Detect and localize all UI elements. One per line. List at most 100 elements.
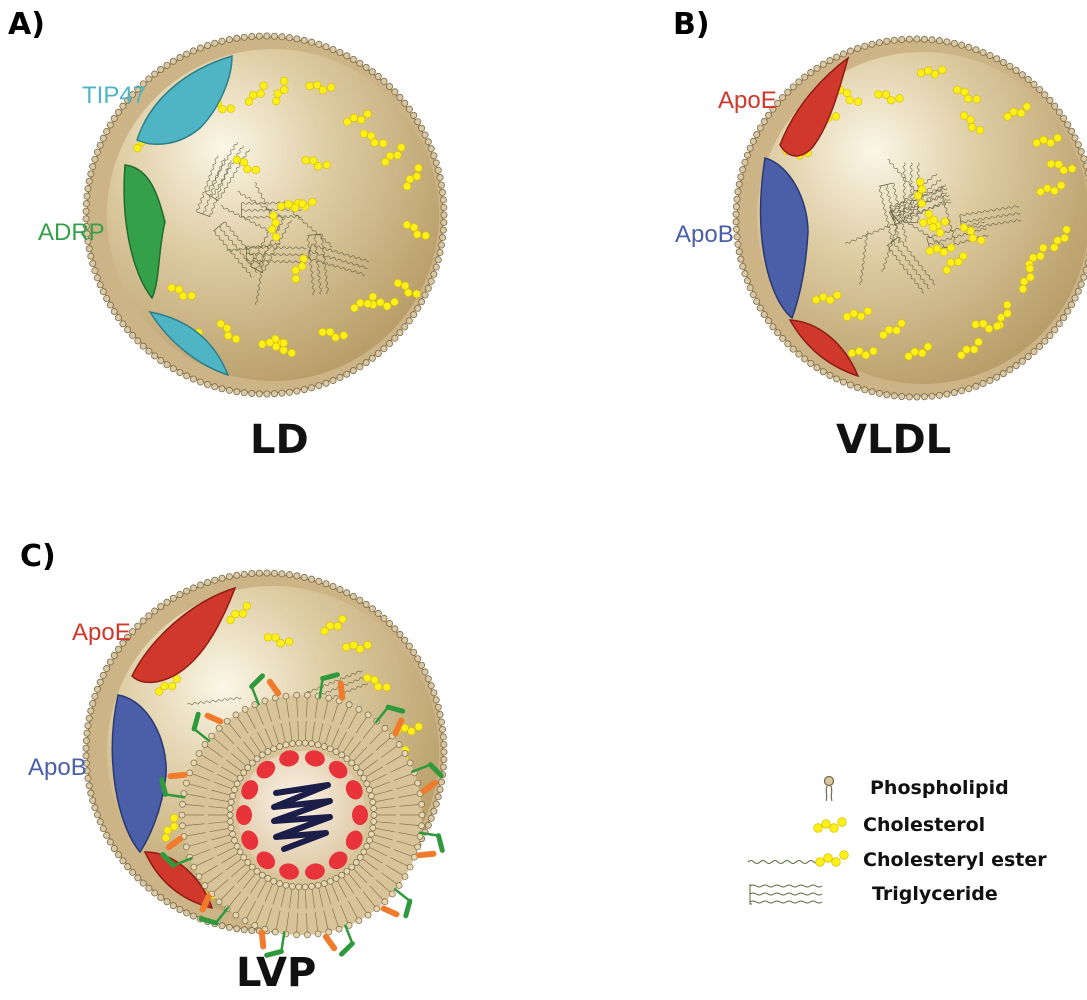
lvp-apob-protein xyxy=(111,694,167,854)
panel-c: C) ApoE ApoB LVP xyxy=(20,539,448,996)
legend-cholesterol: Cholesterol xyxy=(863,814,985,836)
cholesterol-molecule xyxy=(393,279,421,299)
tip47-label: TIP47 xyxy=(82,82,146,109)
envelope-glycoprotein xyxy=(380,887,413,919)
lvp-title: LVP xyxy=(236,950,316,996)
envelope-glycoprotein xyxy=(191,711,224,743)
apoe-protein-top xyxy=(779,56,850,157)
envelope-glycoprotein xyxy=(159,771,188,799)
cholesterol-molecule xyxy=(161,813,179,843)
cholesterol-molecule xyxy=(342,641,372,654)
cholesterol-molecule xyxy=(167,283,196,301)
cholesterol-molecule xyxy=(1036,181,1066,196)
apob-protein xyxy=(759,157,809,320)
cholesterol-molecule xyxy=(811,291,842,305)
cholesterol-molecule xyxy=(291,254,308,284)
adrp-label: ADRP xyxy=(38,219,105,246)
lvp-apoe-label: ApoE xyxy=(72,619,131,646)
cholesterol-molecule xyxy=(957,337,983,360)
legend: Phospholipid Cholesterol Cholesteryl est… xyxy=(747,775,1047,905)
cholesterol-molecule xyxy=(343,109,372,127)
cholesterol-molecule xyxy=(305,80,336,95)
cholesterol-molecule xyxy=(154,674,181,696)
cholesterol-molecule xyxy=(381,143,406,167)
lvp-apob-label: ApoB xyxy=(28,754,87,781)
cholesteryl-ester-icon xyxy=(747,850,849,867)
tip47-protein-top xyxy=(136,54,233,145)
envelope-glycoprotein xyxy=(160,835,193,868)
cholesterol-molecule xyxy=(904,342,933,361)
envelope-glycoprotein xyxy=(249,673,282,706)
vldl-apob-label: ApoB xyxy=(675,221,734,248)
cholesterol-molecule xyxy=(320,614,347,636)
triglyceride-icon xyxy=(749,884,823,905)
cholesterol-molecule xyxy=(226,601,252,625)
envelope-glycoprotein xyxy=(258,929,286,958)
ld-title: LD xyxy=(250,417,309,463)
legend-triglyceride: Triglyceride xyxy=(872,883,998,905)
cholesterol-molecule xyxy=(272,76,289,106)
cholesterol-molecule xyxy=(1046,159,1077,175)
envelope-glycoprotein xyxy=(416,831,445,859)
panel-b-letter: B) xyxy=(673,7,710,42)
triglyceride-molecule xyxy=(205,141,250,202)
cholesterol-molecule xyxy=(216,319,241,344)
cholesterol-molecule xyxy=(916,65,947,79)
cholesterol-molecule xyxy=(276,199,307,213)
lvp-apoe-protein-bottom xyxy=(143,851,214,910)
cholesterol-molecule xyxy=(842,306,873,321)
vldl-apoe-label: ApoE xyxy=(718,87,777,114)
hcv-virion xyxy=(159,672,445,958)
cholesterol-molecule xyxy=(1018,264,1035,294)
legend-phospholipid: Phospholipid xyxy=(870,777,1009,799)
cholesterol-molecule xyxy=(942,251,968,275)
panel-b: B) ApoE ApoB VLDL xyxy=(673,7,1087,463)
cholesterol-molecule xyxy=(879,319,906,340)
cholesterol-molecule xyxy=(263,633,294,648)
panel-a-letter: A) xyxy=(8,7,45,42)
cholesterol-molecule xyxy=(874,90,904,105)
cholesterol-molecule xyxy=(301,156,331,171)
cholesterol-molecule xyxy=(244,81,268,106)
envelope-glycoprotein xyxy=(374,704,406,737)
cholesterol-molecule xyxy=(232,155,261,175)
cholesterol-icon xyxy=(813,817,847,833)
cholesterol-molecule xyxy=(368,297,399,311)
triglyceride-molecule xyxy=(307,243,370,276)
cholesterol-molecule xyxy=(402,163,423,191)
cholesterol-molecule xyxy=(363,673,391,692)
cholesterol-molecule xyxy=(971,319,1002,333)
cholesterol-molecule xyxy=(925,243,956,257)
cholesterol-molecule xyxy=(913,177,927,208)
cholesterol-molecule xyxy=(959,223,986,245)
cholesterol-molecule xyxy=(1050,225,1071,252)
vldl-title: VLDL xyxy=(836,417,951,463)
cholesterol-molecule xyxy=(402,220,430,240)
envelope-glycoprotein xyxy=(198,893,230,926)
cholesterol-molecule xyxy=(359,129,388,148)
cholesterol-molecule xyxy=(318,327,349,342)
phospholipid-icon xyxy=(823,775,835,802)
cholesterol-molecule xyxy=(847,347,878,360)
cholesterol-molecule xyxy=(959,111,985,135)
lvp-apoe-protein-top xyxy=(131,586,237,684)
envelope-glycoprotein xyxy=(322,924,355,957)
triglyceride-molecule xyxy=(878,182,907,246)
envelope-glycoprotein xyxy=(411,762,444,795)
cholesterol-molecule xyxy=(267,211,281,242)
panel-a: A) TIP47 ADRP LD xyxy=(8,7,448,463)
panel-c-letter: C) xyxy=(20,539,56,574)
cholesterol-molecule xyxy=(924,209,945,237)
apoe-protein-bottom xyxy=(788,319,860,378)
cholesterol-molecule xyxy=(1003,102,1031,121)
envelope-glycoprotein xyxy=(318,672,346,701)
tip47-protein-bottom xyxy=(148,310,230,377)
triglyceride-molecule xyxy=(306,233,329,296)
cholesterol-molecule xyxy=(258,338,289,351)
cholesterol-molecule xyxy=(350,292,378,313)
triglyceride-molecule xyxy=(196,155,232,218)
adrp-protein xyxy=(123,164,166,300)
triglyceride-molecule xyxy=(245,245,307,264)
cholesterol-molecule xyxy=(953,85,981,104)
